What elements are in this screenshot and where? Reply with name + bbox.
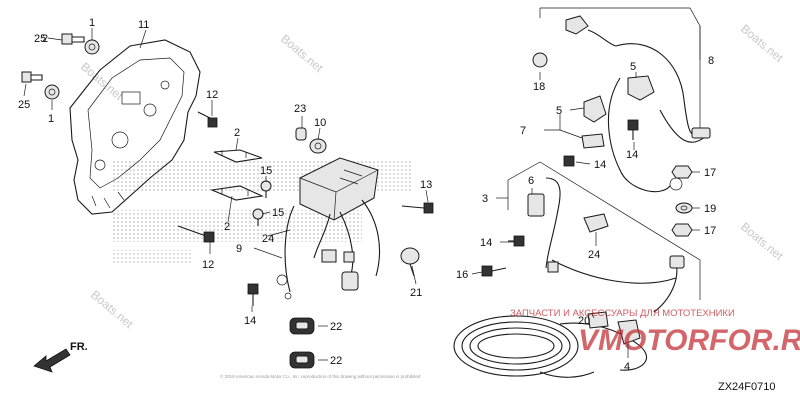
callout-14: 14 xyxy=(244,315,256,327)
callout-18: 18 xyxy=(533,81,545,93)
clamp-21 xyxy=(400,247,420,277)
callout-24: 24 xyxy=(588,249,600,261)
bolt-12-upper xyxy=(197,111,218,128)
bolt-14-upper-right xyxy=(627,119,639,140)
callout-5: 5 xyxy=(556,105,562,117)
callout-20: 20 xyxy=(578,315,590,327)
vmotorfor-watermark: ЗАПЧАСТИ И АКСЕССУАРЫ ДЛЯ МОТОТЕХНИКИ VM… xyxy=(510,308,800,357)
boats-net-watermark: Boats.net xyxy=(88,288,136,332)
grommet-22-upper xyxy=(289,317,315,335)
bolt-25-top xyxy=(61,33,85,45)
callout-6: 6 xyxy=(528,175,534,187)
bracket-outline-8 xyxy=(539,7,701,138)
terminal-cap-4 xyxy=(617,319,641,345)
callout-19: 19 xyxy=(704,203,716,215)
callout-12: 12 xyxy=(202,259,214,271)
callout-22: 22 xyxy=(330,355,342,367)
callout-7: 7 xyxy=(520,125,526,137)
bolt-14-middle xyxy=(563,155,575,167)
callout-14: 14 xyxy=(594,159,606,171)
callout-25: 25 xyxy=(18,99,30,111)
side-cover-11 xyxy=(69,39,201,215)
diagram-code: ZX24F0710 xyxy=(718,381,775,393)
bolt-14-left xyxy=(247,283,259,306)
callout-2: 2 xyxy=(234,127,240,139)
parts-watermark-text: ЗАПЧАСТИ И АКСЕССУАРЫ ДЛЯ МОТОТЕХНИКИ xyxy=(510,308,735,319)
bracket-2-lower xyxy=(209,185,264,201)
callout-14: 14 xyxy=(480,237,492,249)
cap-23 xyxy=(295,127,307,141)
boats-net-watermark: Boats.net xyxy=(278,32,326,76)
grommet-22-lower xyxy=(289,351,315,369)
callout-labels: 1 25 2 11 25 1 12 2 2 12 15 15 24 9 23 1… xyxy=(18,17,716,373)
front-marker-label: FR. xyxy=(70,341,88,353)
callout-24: 24 xyxy=(262,233,274,245)
bolt-12-lower xyxy=(177,225,215,243)
callout-21: 21 xyxy=(410,287,422,299)
callout-11: 11 xyxy=(138,19,149,31)
callout-1: 1 xyxy=(48,113,54,125)
terminal-cap-5-lower xyxy=(583,95,607,123)
callout-10: 10 xyxy=(314,117,326,129)
boats-net-watermark: Boats.net xyxy=(738,22,786,66)
nut-17-lower xyxy=(671,223,693,237)
holder-7 xyxy=(581,133,605,149)
regulator-unit-9 xyxy=(276,157,381,300)
boats-net-watermark: Boats.net xyxy=(738,220,786,264)
callout-8: 8 xyxy=(708,55,714,67)
leader-lines xyxy=(23,26,701,361)
bolt-13 xyxy=(401,202,434,214)
battery-cable-3 xyxy=(453,177,685,378)
clamp-24-right xyxy=(583,213,609,233)
callout-13: 13 xyxy=(420,179,432,191)
callout-2: 2 xyxy=(42,33,48,45)
bolt-18 xyxy=(532,52,548,68)
callout-17: 17 xyxy=(704,225,716,237)
callout-22: 22 xyxy=(330,321,342,333)
callout-15: 15 xyxy=(260,165,272,177)
bolt-14-lower-right xyxy=(508,235,525,247)
callout-3: 3 xyxy=(482,193,488,205)
callout-15: 15 xyxy=(272,207,284,219)
callout-25: 25 xyxy=(34,33,46,45)
nut-17-upper xyxy=(671,165,693,179)
bracket-2-upper xyxy=(213,149,263,163)
callout-17: 17 xyxy=(704,167,716,179)
washer-19 xyxy=(675,202,693,214)
callout-14: 14 xyxy=(626,149,638,161)
callout-2: 2 xyxy=(224,221,230,233)
callout-23: 23 xyxy=(294,103,306,115)
copyright-text: © 2019 American Honda Motor Co., Inc. re… xyxy=(220,373,421,379)
callout-16: 16 xyxy=(456,269,468,281)
callout-9: 9 xyxy=(236,243,242,255)
grommet-1-left xyxy=(44,84,60,100)
screw-15-upper xyxy=(260,180,272,198)
boats-net-watermark: Boats.net xyxy=(78,60,126,104)
bolt-16 xyxy=(481,265,507,277)
bracket-outline-3 xyxy=(507,161,701,300)
callout-12: 12 xyxy=(206,89,218,101)
cable-assembly-8 xyxy=(565,15,711,193)
grommet-10 xyxy=(309,138,327,154)
callout-5: 5 xyxy=(630,61,636,73)
bolt-25-left xyxy=(21,71,43,83)
callout-1: 1 xyxy=(89,17,95,29)
grommet-1-top xyxy=(84,39,100,55)
front-direction-arrow-icon: FR. xyxy=(33,341,88,373)
callout-4: 4 xyxy=(624,361,630,373)
terminal-cap-5-upper xyxy=(627,75,655,101)
site-watermark-text: VMOTORFOR.RU xyxy=(578,324,800,357)
